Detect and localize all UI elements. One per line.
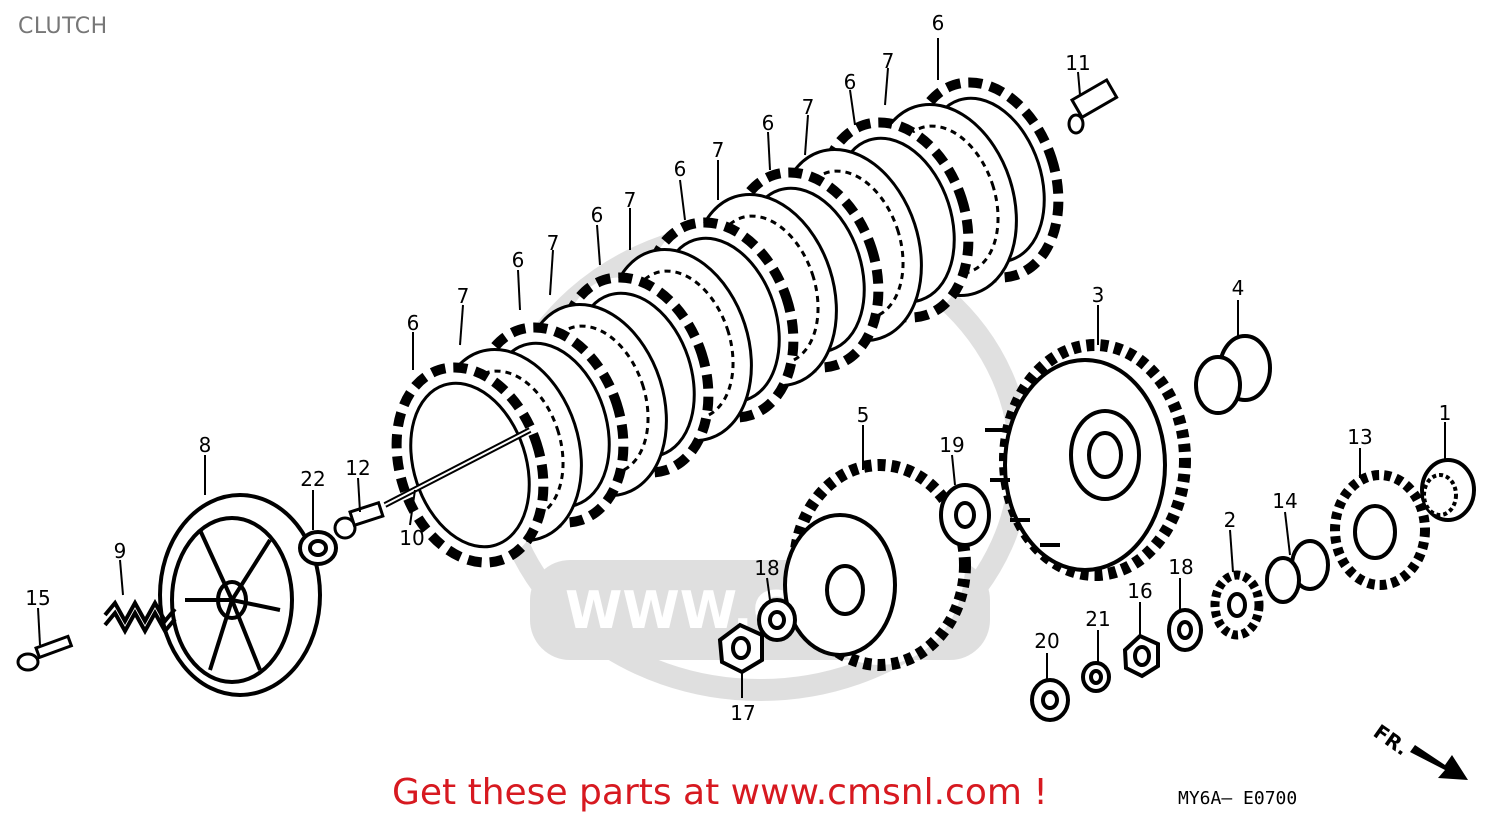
arrow-icon [1410,745,1468,780]
outer-guide-collar [1194,334,1272,415]
pressure-plate [158,493,322,697]
spline-collar [1265,539,1330,604]
callout-20: 20 [1034,629,1059,653]
lock-washer-right [1167,608,1203,652]
callout-19: 19 [939,433,964,457]
callout-18: 18 [754,556,779,580]
callout-7: 7 [712,138,725,162]
thrust-washer [939,483,991,547]
lock-nut [717,622,764,675]
clutch-outer [985,339,1191,581]
driven-gear [1330,470,1430,590]
front-direction-label: FR. [1369,719,1413,760]
lock-washer [757,598,797,642]
callout-6: 6 [407,311,420,335]
callout-6: 6 [512,248,525,272]
callout-7: 7 [802,95,815,119]
callout-3: 3 [1092,283,1105,307]
callout-6: 6 [762,111,775,135]
callout-5: 5 [857,403,870,427]
callout-13: 13 [1347,425,1372,449]
front-direction-arrow: FR. [1369,719,1468,780]
callout-6: 6 [932,11,945,35]
flange-nut [1030,678,1070,722]
callout-9: 9 [114,539,127,563]
callout-7: 7 [457,284,470,308]
callout-6: 6 [591,203,604,227]
callout-4: 4 [1232,276,1245,300]
lock-nut-right [1122,633,1160,679]
clutch-center [783,459,971,671]
callout-12: 12 [345,456,370,480]
callout-1: 1 [1439,401,1452,425]
callout-2: 2 [1224,508,1237,532]
diagram-code: MY6A— E0700 [1178,788,1298,809]
collar [1067,77,1119,135]
callout-17: 17 [730,701,755,725]
lifter-piece [333,500,385,540]
leader-lines [37,38,1446,698]
callout-6: 6 [844,70,857,94]
callout-7: 7 [882,49,895,73]
callout-8: 8 [199,433,212,457]
callout-16: 16 [1127,579,1152,603]
clutch-plate-stack [391,77,1064,568]
callout-22: 22 [300,467,325,491]
parts-link-banner[interactable]: Get these parts at www.cmsnl.com ! [392,772,1048,813]
callout-labels: 6 7 6 7 6 7 6 7 6 7 6 7 6 11 3 4 5 19 8 … [25,11,1451,725]
friction-disc [391,362,549,568]
callout-11: 11 [1065,51,1090,75]
release-bearing [298,530,338,566]
needle-bearing [1420,458,1476,522]
callout-7: 7 [547,231,560,255]
drive-gear [1210,570,1264,640]
callout-15: 15 [25,586,50,610]
callout-6: 6 [674,157,687,181]
diagram-title: CLUTCH [18,14,108,39]
clutch-spring [103,598,177,636]
spring-washer [1081,661,1111,693]
clutch-bolt [16,634,74,672]
callout-21: 21 [1085,607,1110,631]
callout-7: 7 [624,188,637,212]
callout-14: 14 [1272,489,1297,513]
callout-18: 18 [1168,555,1193,579]
callout-10: 10 [399,526,424,550]
